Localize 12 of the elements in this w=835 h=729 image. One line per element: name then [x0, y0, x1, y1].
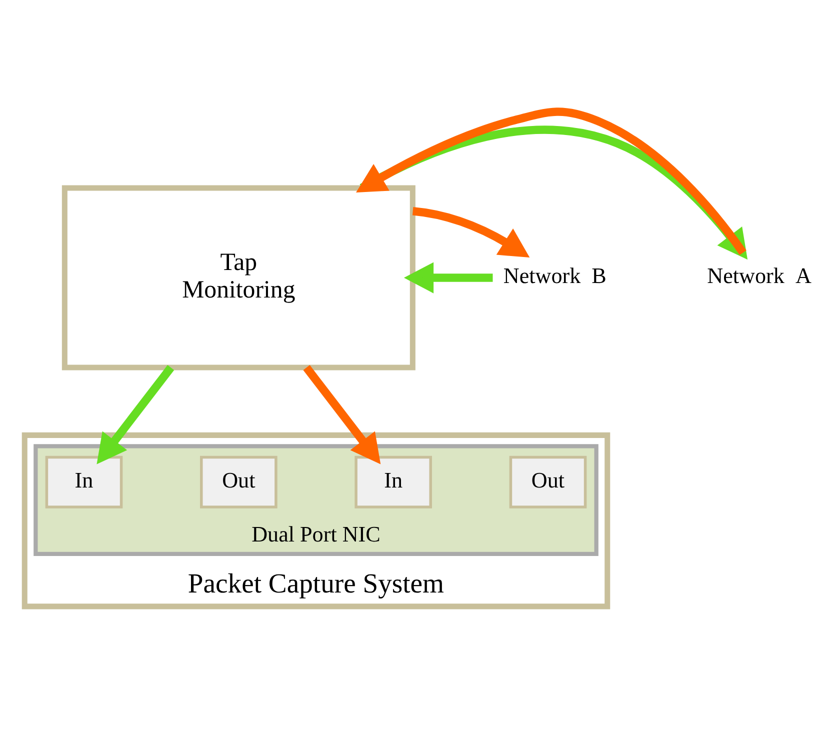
node-text: Network A	[707, 263, 812, 288]
node-box: In	[354, 456, 432, 508]
node-box: Out	[200, 456, 278, 508]
arrow	[96, 365, 174, 464]
node-box: Out	[509, 456, 587, 508]
arrow	[356, 108, 746, 256]
arrow	[404, 262, 493, 294]
arrow	[303, 365, 381, 464]
node-text: Network B	[503, 263, 606, 288]
arrow	[412, 207, 530, 258]
node-box: In	[45, 456, 123, 508]
node-box: Tap Monitoring	[62, 185, 416, 370]
